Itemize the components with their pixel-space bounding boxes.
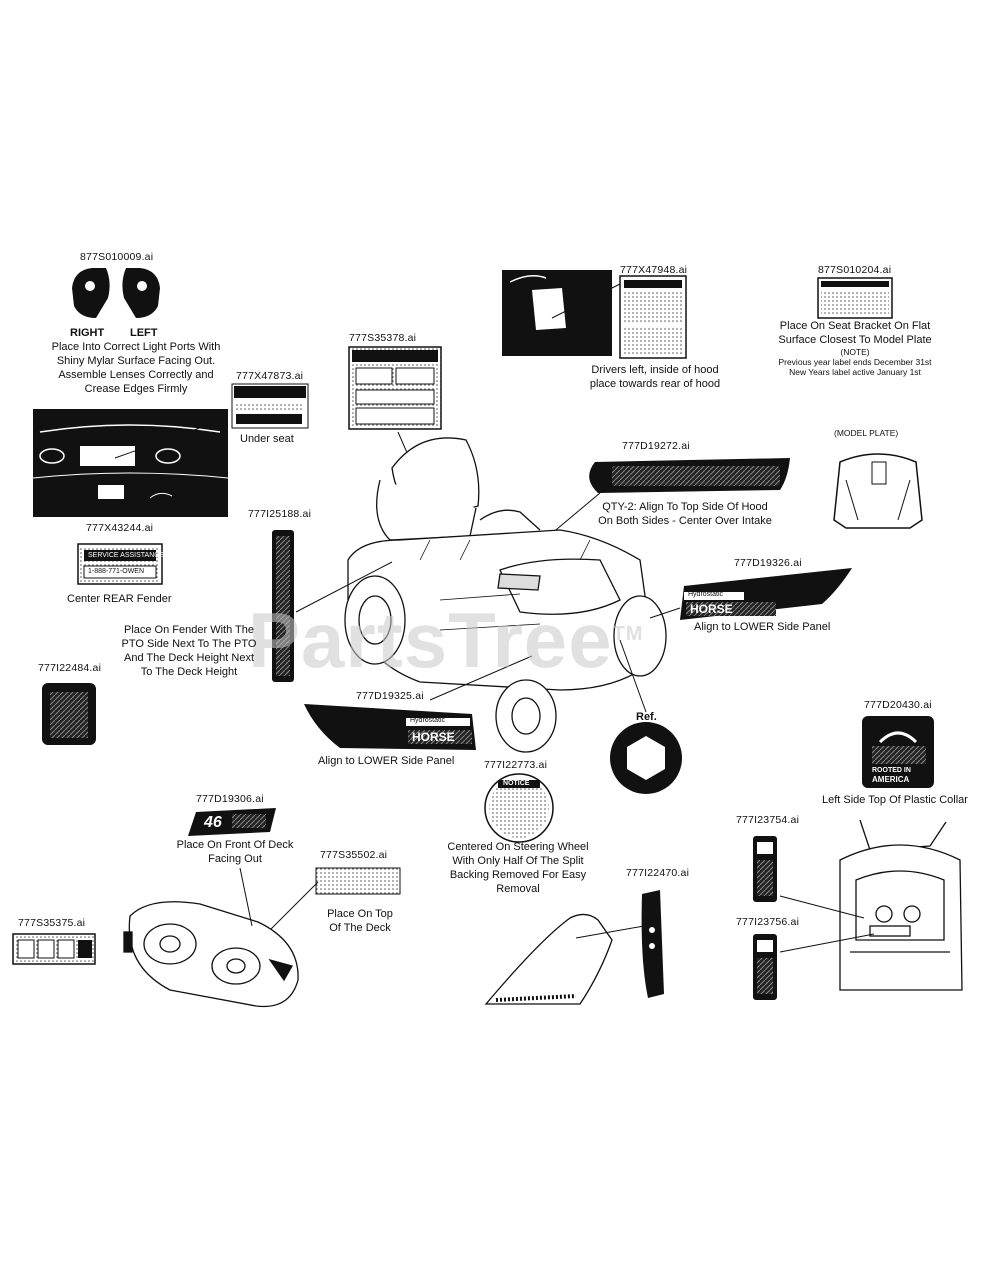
- notice-text: NOTICE: [503, 780, 530, 787]
- rooted-in-america-decal: [862, 716, 934, 788]
- part-number-777I23754: 777I23754.ai: [736, 814, 800, 826]
- model-plate-area: [833, 453, 923, 529]
- under-seat-decal: [231, 383, 309, 429]
- fender-lever-decal: [484, 890, 664, 1005]
- under-seat-label: Under seat: [240, 433, 294, 445]
- part-number-777D19306: 777D19306.ai: [196, 793, 264, 805]
- horse-side-decal-right: [649, 568, 852, 620]
- part-number-877S010204: 877S010204.ai: [818, 264, 892, 276]
- deck-size-text: 46: [204, 814, 222, 831]
- hood-stripe-decal: [519, 458, 790, 561]
- deck-size-decal: [188, 808, 276, 836]
- reference-hex-emblem: [610, 639, 682, 794]
- steering-wheel-notice-decal: [484, 773, 554, 843]
- part-number-777X47948: 777X47948.ai: [620, 264, 688, 276]
- watermark: PartsTreeTM: [248, 596, 644, 684]
- lens-instructions: Place Into Correct Light Ports With Shin…: [51, 341, 221, 395]
- hood-interior-instructions: Drivers left, inside of hood place towar…: [589, 364, 721, 390]
- part-number-777I22773: 777I22773.ai: [484, 759, 548, 771]
- seat-bracket-instructions: Place On Seat Bracket On Flat Surface Cl…: [778, 320, 932, 377]
- part-number-777S35502: 777S35502.ai: [320, 849, 388, 861]
- dash-decals: [753, 836, 777, 1000]
- right-lens-label: RIGHT: [70, 327, 105, 339]
- hydrostatic-text-left: Hydrostatic: [410, 717, 446, 724]
- part-number-777X43244: 777X43244.ai: [86, 522, 154, 534]
- center-rear-fender-label: Center REAR Fender: [67, 593, 172, 605]
- ref-label: Ref.: [636, 711, 657, 723]
- horse-side-decal-left: [304, 655, 533, 750]
- part-number-777S35375: 777S35375.ai: [18, 917, 86, 929]
- hood-stripe-instructions: QTY-2: Align To Top Side Of Hood On Both…: [598, 501, 772, 527]
- horse-text-right: HORSE: [690, 602, 733, 616]
- deck-top-decal: [263, 867, 401, 937]
- model-plate-label: (MODEL PLATE): [834, 428, 899, 438]
- hydrostatic-text-right: Hydrostatic: [688, 591, 724, 598]
- part-number-777X47873: 777X47873.ai: [236, 370, 304, 382]
- fender-strip-instructions: Place On Fender With The PTO Side Next T…: [121, 624, 257, 678]
- rooted-in-text: ROOTED IN: [872, 767, 911, 774]
- tractor-illustration: [344, 437, 667, 753]
- decal-777I22484: [42, 683, 96, 745]
- deck-front-instructions: Place On Front Of Deck Facing Out: [176, 839, 294, 865]
- steering-wheel-instructions: Centered On Steering Wheel With Only Hal…: [447, 841, 589, 895]
- hood-front-panel: [32, 409, 229, 517]
- headlight-lens-decals: [72, 268, 160, 318]
- part-number-777D19325: 777D19325.ai: [356, 690, 424, 702]
- part-number-777S35378: 777S35378.ai: [349, 332, 417, 344]
- part-number-777I22484: 777I22484.ai: [38, 662, 102, 674]
- align-lower-side-panel-left: Align to LOWER Side Panel: [318, 755, 455, 767]
- horse-text-left: HORSE: [412, 730, 455, 744]
- service-phone-text: 1-888-771-OWEN: [88, 568, 145, 575]
- part-number-777D19326: 777D19326.ai: [734, 557, 802, 569]
- service-assistance-decal: [77, 543, 163, 585]
- mower-deck-illustration: [123, 867, 299, 1008]
- dashboard-illustration: [779, 819, 963, 991]
- fender-height-strip-decal: [272, 530, 393, 682]
- seat-bracket-label: [817, 277, 893, 319]
- plastic-collar-label: Left Side Top Of Plastic Collar: [822, 794, 968, 806]
- part-number-877S010009: 877S010009.ai: [80, 251, 154, 263]
- part-number-777I22470: 777I22470.ai: [626, 867, 690, 879]
- america-text: AMERICA: [872, 775, 910, 784]
- hood-interior-decal: [502, 270, 687, 359]
- service-assistance-text: SERVICE ASSISTANCE: [88, 552, 164, 559]
- left-lens-label: LEFT: [130, 327, 158, 339]
- part-number-777D20430: 777D20430.ai: [864, 699, 932, 711]
- align-lower-side-panel-right: Align to LOWER Side Panel: [694, 621, 831, 633]
- part-number-777I23756: 777I23756.ai: [736, 916, 800, 928]
- part-number-777D19272: 777D19272.ai: [622, 440, 690, 452]
- decal-777S35375: [12, 933, 96, 965]
- part-number-777I25188: 777I25188.ai: [248, 508, 312, 520]
- deck-top-instructions: Place On Top Of The Deck: [327, 908, 393, 934]
